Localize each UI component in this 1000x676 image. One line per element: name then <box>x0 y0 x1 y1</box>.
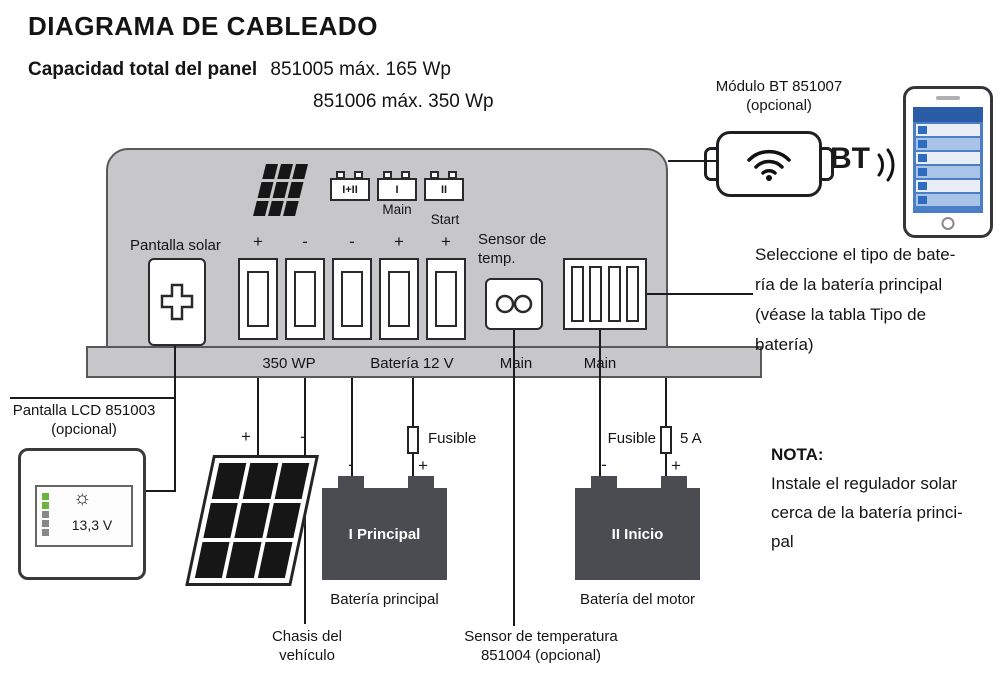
switch-main-label: Main <box>382 202 412 217</box>
terminal-block <box>426 258 466 340</box>
bt-module <box>716 131 822 197</box>
solar-plus-label: + <box>241 427 251 446</box>
phone-screen <box>913 107 983 213</box>
wifi-icon <box>742 142 796 187</box>
capacity-line1: Capacidad total del panel 851005 máx. 16… <box>28 58 451 82</box>
battery2-plus-label: + <box>671 456 681 475</box>
terminal-block <box>238 258 278 340</box>
regulator-flange <box>86 346 762 378</box>
capacity-label: Capacidad total del panel <box>28 59 258 80</box>
solar-minus-label: - <box>300 427 306 446</box>
terminal-polarity: - <box>302 232 308 251</box>
lcd-display: ☼ 13,3 V <box>18 448 146 580</box>
wire-solar-plus <box>257 378 259 458</box>
display-port-label: Pantalla solar <box>130 237 221 254</box>
leader-battery-select <box>647 293 753 295</box>
bt-sound-waves-icon <box>874 145 902 190</box>
battery-main-caption: Batería principal <box>330 591 439 608</box>
fuse-main <box>407 426 419 454</box>
phone-app-header <box>913 107 983 122</box>
wire-battery1-minus <box>351 378 353 478</box>
terminal-polarity: + <box>441 232 451 251</box>
main-label-1: Main <box>499 355 533 372</box>
battery1-terminal-minus <box>338 476 364 489</box>
battery-type-connector <box>563 258 647 330</box>
switch-both: I+II <box>330 178 370 201</box>
battery2-terminal-plus <box>661 476 687 489</box>
battery-start: II Inicio <box>575 488 700 580</box>
battery1-plus-label: + <box>418 456 428 475</box>
wire-lcd-vertical <box>174 344 176 492</box>
temp-sensor-bottom-label: Sensor de temperatura 851004 (opcional) <box>464 628 618 664</box>
terminal-block <box>285 258 325 340</box>
cross-connector-icon <box>160 283 194 321</box>
bt-module-label: Módulo BT 851007 (opcional) <box>715 78 843 114</box>
sensor-pins-icon <box>495 294 533 314</box>
nota-block: NOTA: Instale el regulador solar cerca d… <box>771 440 963 556</box>
lcd-screen: ☼ 13,3 V <box>35 485 133 547</box>
lcd-value: 13,3 V <box>71 517 113 533</box>
sun-icon: ☼ <box>73 487 92 509</box>
fuse-main-label: Fusible <box>428 430 477 447</box>
battery12-label: Batería 12 V <box>370 355 454 372</box>
battery2-terminal-minus <box>591 476 617 489</box>
wire-bt-link <box>668 160 716 162</box>
battery-main: I Principal <box>322 488 447 580</box>
wp-label: 350 WP <box>262 355 316 372</box>
capacity-value2: 851006 máx. 350 Wp <box>313 91 494 112</box>
fuse-start-rating: 5 A <box>680 430 702 447</box>
solar-display-port <box>148 258 206 346</box>
nota-title: NOTA: <box>771 445 824 464</box>
lcd-led-bar <box>42 493 49 538</box>
battery-select-note: Seleccione el tipo de bate- ría de la ba… <box>755 245 956 354</box>
battery1-minus-label: - <box>348 455 354 474</box>
battery1-terminal-plus <box>408 476 434 489</box>
switch-start-label: Start <box>430 212 460 227</box>
switch-start: II <box>424 178 464 201</box>
phone-home-button <box>941 217 955 230</box>
solar-panel <box>185 455 319 586</box>
page-title: DIAGRAMA DE CABLEADO <box>28 11 378 41</box>
chassis-label: Chasis del vehículo <box>271 628 343 664</box>
terminal-polarity: + <box>253 232 263 251</box>
leader-lcd-label <box>10 397 175 399</box>
wire-lcd-horizontal <box>146 490 176 492</box>
terminal-polarity: + <box>394 232 404 251</box>
bt-label: BT <box>830 142 870 175</box>
capacity-value1: 851005 máx. 165 Wp <box>270 59 452 80</box>
temp-sensor-port <box>485 278 543 330</box>
terminal-block <box>379 258 419 340</box>
temp-sensor-label: Sensor de temp. <box>478 231 547 267</box>
wire-temp-sensor <box>513 328 515 626</box>
smartphone <box>903 86 993 238</box>
terminal-polarity: - <box>349 232 355 251</box>
fuse-start-label: Fusible <box>607 430 656 447</box>
phone-earpiece <box>936 96 960 100</box>
battery-start-caption: Batería del motor <box>579 591 696 608</box>
wire-battery2-minus <box>599 328 601 478</box>
battery2-minus-label: - <box>601 455 607 474</box>
switch-main: I <box>377 178 417 201</box>
main-label-2: Main <box>583 355 617 372</box>
fuse-start <box>660 426 672 454</box>
lcd-label: Pantalla LCD 851003 (opcional) <box>12 402 156 438</box>
terminal-block <box>332 258 372 340</box>
